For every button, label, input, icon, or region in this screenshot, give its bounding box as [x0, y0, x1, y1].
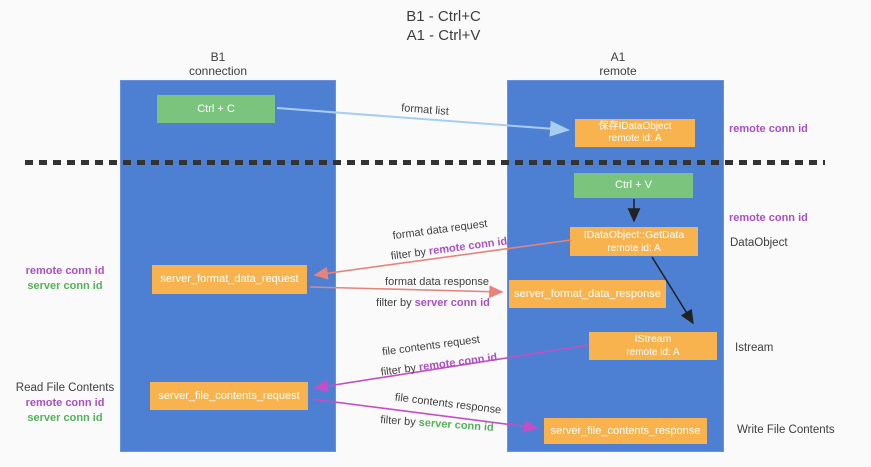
node-ctrl-c: Ctrl + C — [157, 95, 275, 123]
node-ctrl-v-label: Ctrl + V — [615, 179, 652, 191]
annot-read-file-contents: Read File Contents — [15, 382, 115, 394]
annot-read-file-block: Read File Contents remote conn id server… — [10, 381, 120, 426]
label-file-request-filter-key: remote conn id — [418, 351, 498, 374]
node-getdata-line2: remote id: A — [607, 242, 661, 254]
annot-left-server-conn-id-1: server conn id — [27, 280, 103, 292]
lifeline-b1-title: B1 — [210, 50, 226, 64]
node-istream-line2: remote id: A — [626, 347, 680, 358]
node-server-file-contents-response-label: server_file_contents_response — [550, 424, 701, 437]
label-file-request-filter-prefix: filter by — [380, 361, 420, 379]
title-line-1: B1 - Ctrl+C — [406, 8, 481, 25]
label-format-request-filter-key: remote conn id — [428, 235, 508, 258]
annot-dataobject: DataObject — [730, 237, 788, 249]
label-file-response-filter-prefix: filter by — [379, 414, 420, 429]
annot-left-remote-conn-id-2: remote conn id — [25, 397, 105, 409]
annot-left-conn-ids: remote conn id server conn id — [10, 264, 120, 294]
node-istream: IStream remote id: A — [589, 332, 717, 360]
node-server-file-contents-response: server_file_contents_response — [544, 418, 707, 444]
lifeline-a1-subtitle: remote — [599, 64, 637, 78]
label-format-data-request: format data request — [391, 217, 489, 243]
node-server-format-data-response: server_format_data_response — [509, 280, 666, 308]
node-istream-line1: IStream — [634, 333, 672, 345]
lifeline-a1-title: A1 — [610, 50, 626, 64]
node-save-dataobject-line1: 保存IDataObject — [598, 121, 672, 132]
annot-left-remote-conn-id-1: remote conn id — [25, 265, 105, 277]
node-server-format-data-request-label: server_format_data_request — [160, 273, 299, 285]
node-server-file-contents-request: server_file_contents_request — [150, 382, 308, 410]
node-save-dataobject-line2: remote id: A — [608, 133, 662, 144]
node-ctrl-c-label: Ctrl + C — [197, 102, 235, 115]
node-server-format-data-response-label: server_format_data_response — [514, 287, 661, 300]
label-format-response-filter: filter by server conn id — [376, 297, 490, 309]
diagram-title: B1 - Ctrl+C A1 - Ctrl+V — [8, 7, 871, 45]
title-line-2: A1 - Ctrl+V — [406, 27, 481, 44]
label-format-response-filter-prefix: filter by — [376, 297, 415, 309]
node-server-file-contents-request-label: server_file_contents_request — [158, 389, 300, 402]
lifeline-header-b1: B1 connection — [148, 50, 288, 78]
label-format-list: format list — [400, 102, 450, 118]
node-save-dataobject: 保存IDataObject remote id: A — [575, 119, 695, 147]
label-format-data-response: format data response — [385, 276, 489, 288]
label-file-response-filter-key: server conn id — [418, 416, 495, 434]
annot-write-file-contents: Write File Contents — [737, 424, 835, 436]
lifeline-b1-subtitle: connection — [188, 64, 248, 78]
node-getdata-line1: IDataObject::GetData — [583, 228, 685, 241]
dashed-divider — [25, 160, 825, 165]
node-server-format-data-request: server_format_data_request — [152, 265, 307, 294]
annot-left-server-conn-id-2: server conn id — [27, 412, 103, 424]
node-getdata: IDataObject::GetData remote id: A — [570, 227, 698, 256]
label-file-contents-response: file contents response — [394, 391, 502, 417]
label-format-request-filter-prefix: filter by — [390, 245, 430, 263]
lifeline-header-a1: A1 remote — [548, 50, 688, 78]
annot-istream: Istream — [735, 342, 774, 354]
node-ctrl-v: Ctrl + V — [574, 173, 693, 198]
annot-remote-conn-id-top: remote conn id — [729, 123, 808, 135]
label-format-response-filter-key: server conn id — [414, 297, 490, 309]
annot-remote-conn-id-mid: remote conn id — [729, 212, 808, 224]
label-file-response-filter: filter by server conn id — [380, 414, 494, 434]
